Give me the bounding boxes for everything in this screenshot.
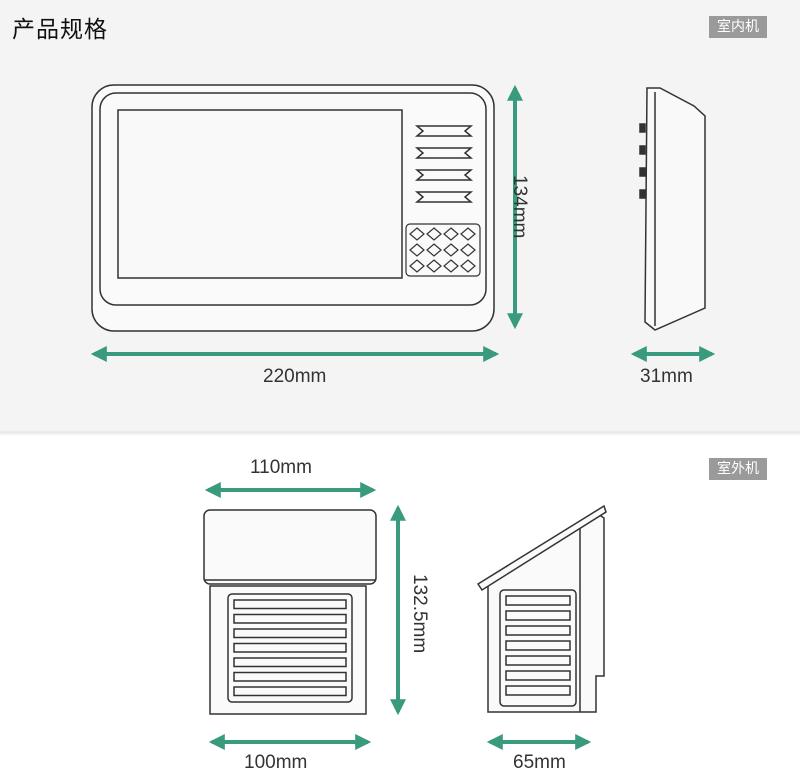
grille-cell <box>426 259 442 273</box>
louver-slat <box>233 628 347 639</box>
front-louvers <box>233 599 347 697</box>
louver-slat <box>233 613 347 624</box>
indoor-front-view <box>91 84 495 332</box>
louver-slat <box>233 599 347 610</box>
louver-slat <box>505 640 571 651</box>
indoor-height-label: 134mm <box>509 175 530 239</box>
side-louvers <box>505 595 571 696</box>
grille-cell <box>409 243 425 257</box>
grille-cell <box>409 259 425 273</box>
outdoor-bottom-width-label: 100mm <box>244 752 308 773</box>
outdoor-depth-label: 65mm <box>513 752 566 773</box>
indoor-unit-tag: 室内机 <box>709 16 767 38</box>
grille-cell <box>443 259 459 273</box>
speaker-grille <box>405 223 481 277</box>
louver-slat <box>505 625 571 636</box>
louver-slat <box>233 671 347 682</box>
outdoor-side-view <box>476 504 607 713</box>
grille-cell <box>426 227 442 241</box>
indoor-width-label: 220mm <box>263 366 327 387</box>
grille-cell <box>443 227 459 241</box>
louver-slat <box>233 686 347 697</box>
outdoor-unit-tag: 室外机 <box>709 458 767 480</box>
grille-cell <box>443 243 459 257</box>
outdoor-top-width-label: 110mm <box>250 457 312 478</box>
louver-slat <box>505 610 571 621</box>
louver-slat <box>505 685 571 696</box>
indoor-depth-label: 31mm <box>640 366 693 387</box>
outdoor-height-label: 132.5mm <box>409 574 430 654</box>
indoor-side-view <box>639 87 706 331</box>
louver-slat <box>233 642 347 653</box>
indoor-buttons <box>414 125 474 203</box>
section-divider <box>0 430 800 436</box>
louver-slat <box>505 595 571 606</box>
louver-slat <box>505 655 571 666</box>
page-title: 产品规格 <box>12 17 108 43</box>
grille-cell <box>460 259 476 273</box>
grille-cell <box>409 227 425 241</box>
outdoor-front-view <box>203 509 377 715</box>
louver-slat <box>505 670 571 681</box>
grille-cell <box>460 243 476 257</box>
grille-cell <box>426 243 442 257</box>
louver-slat <box>233 657 347 668</box>
grille-cell <box>460 227 476 241</box>
